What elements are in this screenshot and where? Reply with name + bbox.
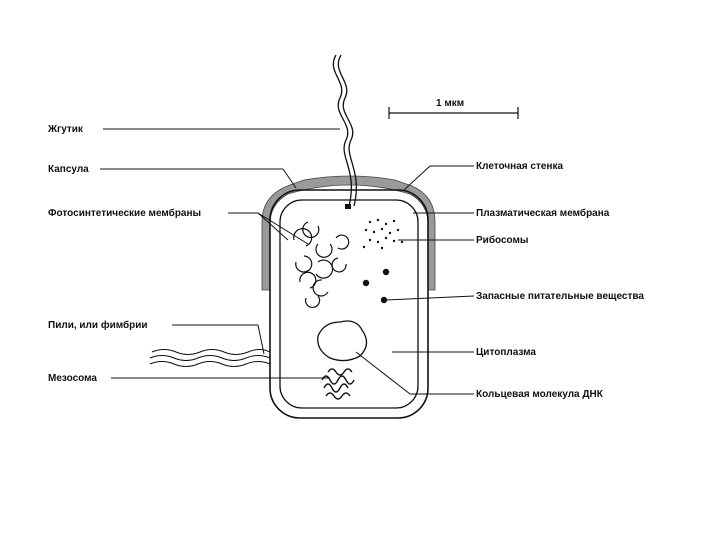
ribosomes xyxy=(362,218,404,250)
label-dna: Кольцевая молекула ДНК xyxy=(476,389,604,400)
photosynthetic-membranes xyxy=(293,221,350,308)
cell-wall xyxy=(269,189,429,419)
label-capsule: Капсула xyxy=(48,164,89,175)
leader-lines-right xyxy=(355,165,475,395)
storage-granules xyxy=(362,268,390,304)
label-plasma-membrane: Плазматическая мембрана xyxy=(476,207,610,219)
circular-dna xyxy=(317,320,368,362)
label-ribosomes: Рибосомы xyxy=(476,234,528,246)
flagellum xyxy=(332,54,357,209)
label-pili: Пили, или фимбрии xyxy=(48,319,148,331)
label-storage: Запасные питательные вещества xyxy=(476,291,644,302)
mesosome xyxy=(321,368,355,400)
label-cell-wall: Клеточная стенка xyxy=(476,161,563,172)
label-photosynthetic-membranes: Фотосинтетические мембраны xyxy=(48,207,201,219)
label-flagellum: Жгутик xyxy=(47,124,84,135)
label-mesosome: Мезосома xyxy=(48,373,97,384)
leader-lines-left xyxy=(100,128,340,379)
pili xyxy=(149,349,271,367)
plasma-membrane xyxy=(279,199,419,409)
scale-label: 1 мкм xyxy=(436,98,464,109)
label-cytoplasm: Цитоплазма xyxy=(476,347,536,358)
scale-bar: 1 мкм xyxy=(388,98,519,119)
